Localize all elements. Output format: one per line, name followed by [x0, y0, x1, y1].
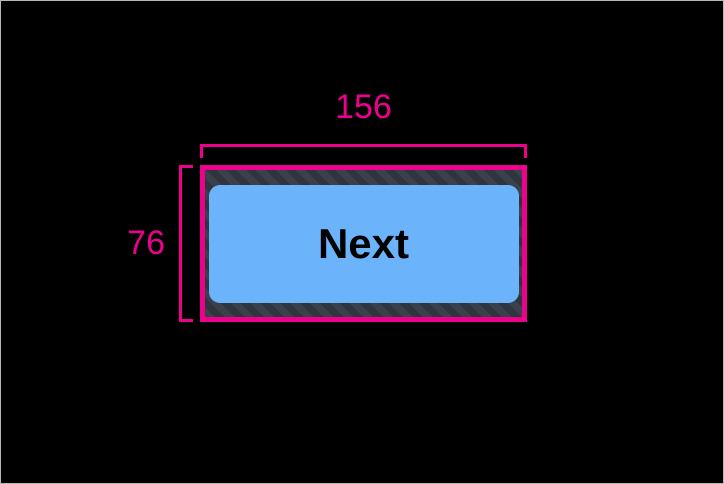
height-dimension-bracket: [179, 165, 193, 322]
next-button[interactable]: Next: [208, 184, 519, 303]
next-button-label: Next: [317, 219, 410, 267]
height-dimension-label: 76: [127, 224, 165, 262]
width-dimension-bracket: [200, 144, 527, 158]
width-dimension-label: 156: [335, 88, 392, 126]
button-padding-region: Next: [205, 170, 522, 317]
measurement-bounding-box: Next: [200, 165, 527, 322]
